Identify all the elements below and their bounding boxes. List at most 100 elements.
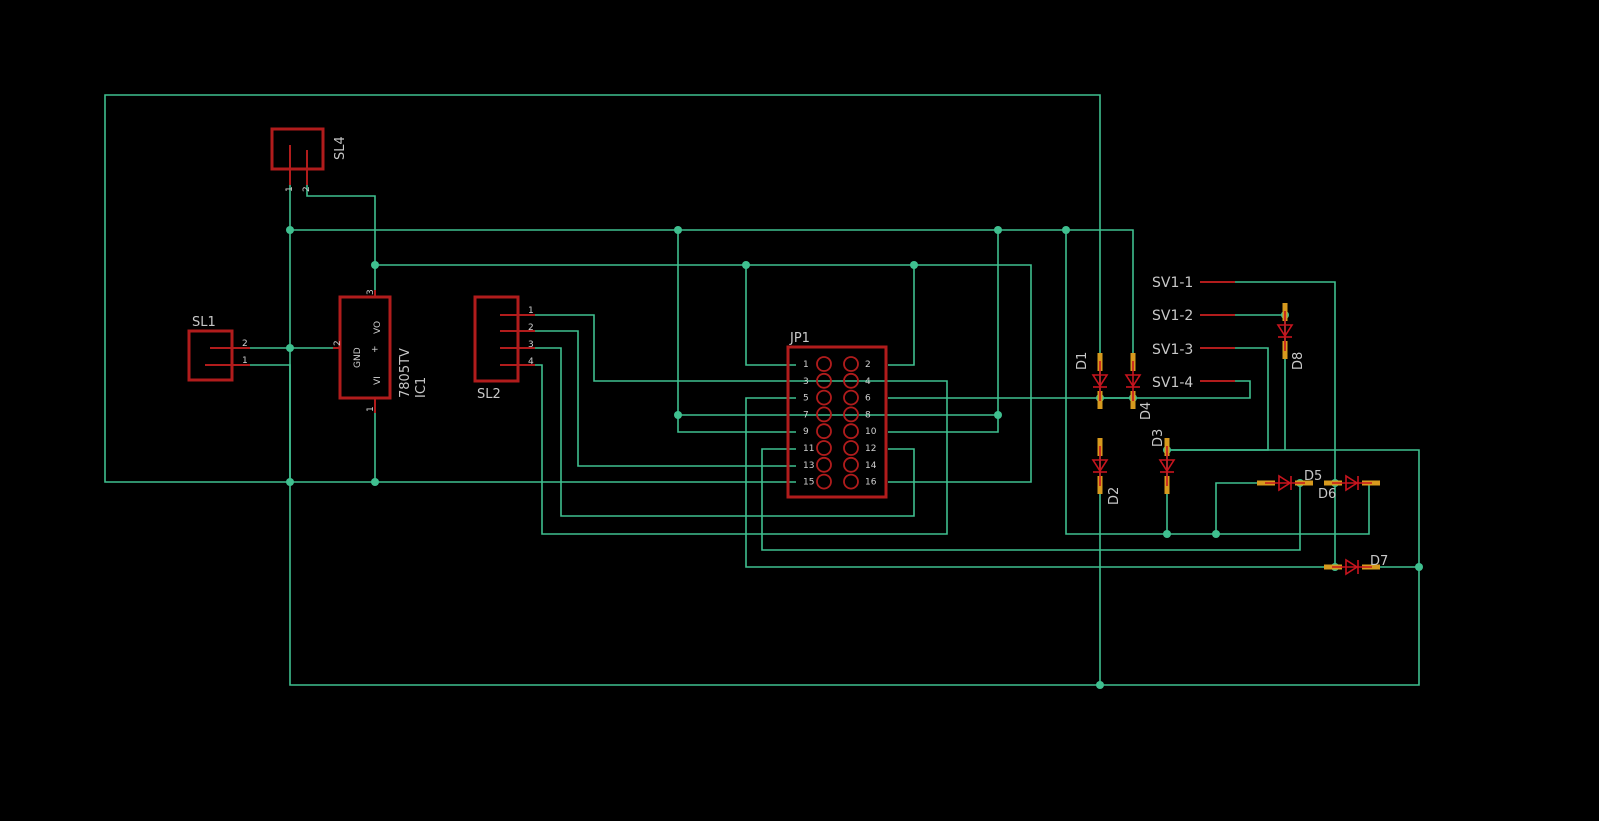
jp1-pin-label: 3 (803, 377, 809, 387)
sl1-body (187, 329, 234, 382)
jp1-pin-label: 7 (803, 410, 809, 420)
jp1-name: JP1 (789, 331, 810, 346)
diode-d4[interactable]: D4 (1124, 353, 1154, 420)
sl2-body (473, 295, 520, 383)
diode-label: D8 (1291, 352, 1306, 370)
jp1-pad[interactable] (843, 473, 859, 490)
wire-sl4-pin2[interactable] (306, 185, 376, 290)
junction-dot (286, 344, 294, 352)
jp1-pad[interactable] (843, 372, 859, 389)
jp1-pin-label: 5 (803, 394, 809, 404)
jp1-pad[interactable] (816, 356, 832, 372)
jp1-pin-label: 2 (865, 360, 871, 370)
junction-dot (742, 261, 750, 269)
part-sl1[interactable]: SL1 2 1 (187, 315, 250, 382)
jp1-pad[interactable] (843, 423, 859, 440)
diode-d6[interactable]: D6 (1318, 474, 1380, 502)
jp1-pad[interactable] (816, 440, 832, 456)
diode-body (1091, 459, 1109, 473)
diode-d7[interactable]: D7 (1324, 554, 1388, 576)
sl1-pin-label: 1 (242, 356, 248, 366)
sl2-pin-label: 2 (528, 323, 534, 333)
wire-vo-bus[interactable] (375, 264, 1032, 483)
jp1-pad[interactable] (843, 389, 859, 406)
diode-label: D3 (1151, 429, 1166, 447)
jp1-pin-label: 13 (803, 461, 814, 471)
ic1-pin-label: VI (373, 376, 383, 385)
diode-label: D7 (1370, 554, 1388, 569)
wire-sv1-2[interactable] (1200, 314, 1286, 450)
jp1-pin-label: 15 (803, 478, 814, 488)
sl2-name: SL2 (477, 387, 501, 402)
jp1-pin-label: 14 (865, 461, 877, 471)
junction-dot (994, 411, 1002, 419)
wire-jp-f[interactable] (888, 380, 1251, 399)
wire-outer-loop[interactable] (104, 94, 1101, 483)
part-ic1[interactable]: GND VO VI + 2 3 1 7805TV IC1 (333, 289, 429, 413)
sl4-name: SL4 (333, 136, 348, 160)
sl4-body (270, 127, 325, 171)
diode-d1[interactable]: D1 (1075, 352, 1109, 409)
wire-jp-b[interactable] (888, 265, 915, 366)
jp1-pad[interactable] (843, 356, 859, 372)
diode-d3[interactable]: D3 (1151, 429, 1176, 494)
jp1-pad[interactable] (816, 389, 832, 406)
net-label-sv1-1[interactable]: SV1-1 (1152, 275, 1193, 291)
jp1-pad[interactable] (843, 440, 859, 456)
ic1-pin-num: 3 (366, 289, 376, 295)
diode-body (1345, 474, 1359, 492)
wire-sv1-1[interactable] (1200, 281, 1336, 567)
jp1-pin-label: 11 (803, 444, 814, 454)
net-label-sv1-2[interactable]: SV1-2 (1152, 308, 1193, 324)
jp1-pin-label: 16 (865, 478, 877, 488)
wire-jp-a[interactable] (745, 265, 796, 366)
junction-dot (1096, 681, 1104, 689)
diode-body (1124, 374, 1142, 388)
wire-low-2[interactable] (745, 397, 1340, 568)
junction-dot (371, 478, 379, 486)
jp1-pad[interactable] (816, 423, 832, 440)
jp1-pad[interactable] (816, 406, 832, 423)
part-sl2[interactable]: 1 2 3 4 SL2 (473, 295, 535, 402)
sl4-pin-label: 2 (302, 186, 312, 192)
net-label-sv1-4[interactable]: SV1-4 (1152, 375, 1193, 391)
diode-d2[interactable]: D2 (1091, 438, 1122, 505)
wire-jp-d[interactable] (888, 230, 999, 433)
wire-sv1-3[interactable] (1167, 347, 1269, 451)
sv1-labels: SV1-1 SV1-2 SV1-3 SV1-4 (1152, 275, 1235, 391)
wire-sl2-pin1[interactable] (535, 314, 948, 535)
jp1-pad[interactable] (816, 372, 832, 389)
diode-label: D5 (1304, 469, 1322, 484)
part-sl4[interactable]: SL4 1 2 (270, 127, 348, 192)
ic1-pin-num: 2 (333, 340, 343, 346)
wire-sl2-pin2[interactable] (535, 330, 796, 467)
wire-gnd-bus[interactable] (290, 413, 376, 483)
diode-d5[interactable]: D5 (1257, 469, 1322, 492)
wire-sl1-pin1[interactable] (250, 364, 1420, 686)
wire-top-bus[interactable] (290, 229, 1134, 368)
junction-dot (910, 261, 918, 269)
wires (104, 94, 1420, 686)
wire-jp-c[interactable] (677, 230, 796, 433)
junctions (286, 226, 1423, 689)
sl4-pin-label: 1 (285, 186, 295, 192)
diode-body (1345, 558, 1359, 576)
junction-dot (286, 226, 294, 234)
junction-dot (1163, 530, 1171, 538)
jp1-pad[interactable] (843, 406, 859, 423)
wire-sl2-pin3[interactable] (535, 347, 915, 517)
jp1-pad[interactable] (816, 473, 832, 490)
junction-dot (1062, 226, 1070, 234)
ic1-value: 7805TV (398, 348, 413, 398)
jp1-pad[interactable] (843, 456, 859, 473)
wire-low-1[interactable] (761, 448, 1301, 551)
wire-r-3[interactable] (1215, 482, 1260, 534)
ic1-pin-num: 1 (366, 406, 376, 412)
net-label-sv1-3[interactable]: SV1-3 (1152, 342, 1193, 358)
jp1-pin-label: 12 (865, 444, 876, 454)
diode-d8[interactable]: D8 (1276, 303, 1306, 370)
jp1-pad[interactable] (816, 456, 832, 473)
